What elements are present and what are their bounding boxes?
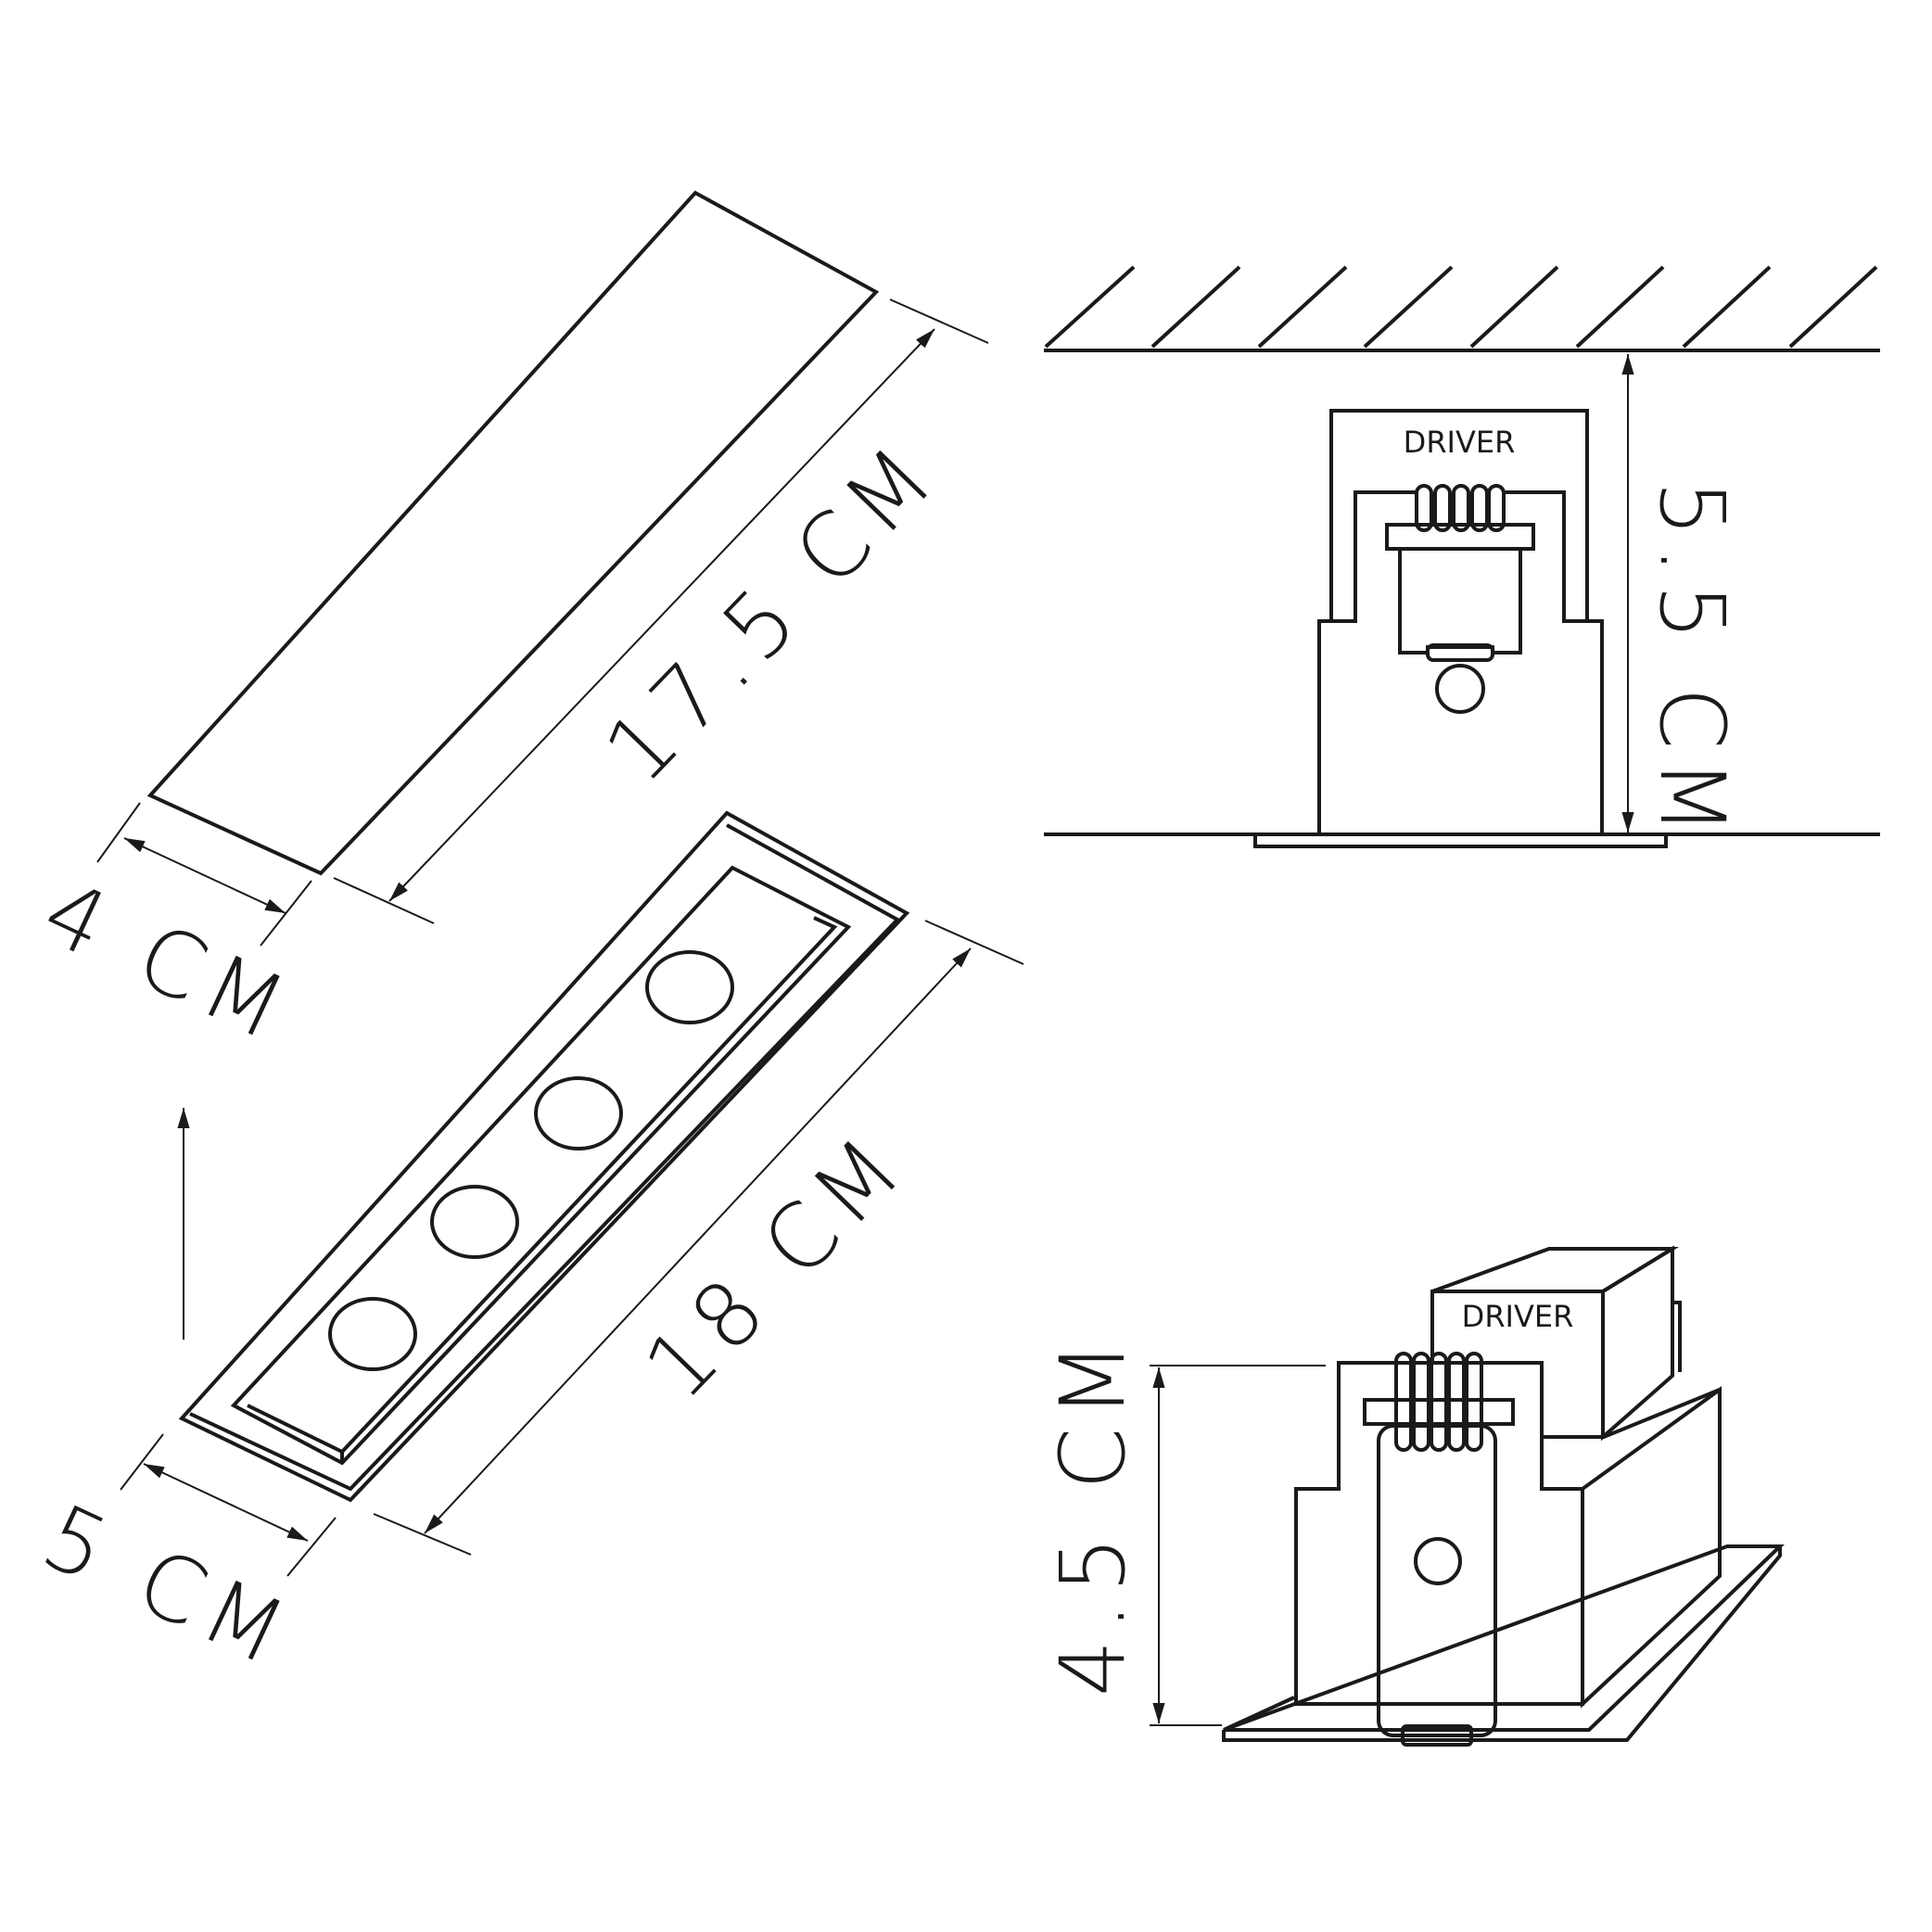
iso-trim-plate-left: [1223, 1696, 1295, 1732]
iso-clip-coil-3: [1430, 1352, 1448, 1452]
cutout-length-label: 17.5 CM: [585, 421, 959, 803]
clip-coil-3: [1452, 484, 1470, 532]
clip-bar: [1385, 523, 1535, 551]
iso-clip-foot: [1401, 1724, 1473, 1747]
iso-trim-plate-front: [1222, 1546, 1782, 1742]
cutout-length-ext-top: [889, 299, 989, 344]
iso-clip-coil-2: [1412, 1352, 1430, 1452]
cutout-width-ext-right: [260, 880, 312, 947]
fixture-width-ext-left: [120, 1433, 164, 1491]
led-lens-4: [328, 1297, 417, 1371]
section-view: DRIVER 5.5 CM: [1044, 265, 1880, 848]
driver-label-iso: DRIVER: [1462, 1299, 1574, 1334]
iso-body-step: [1540, 1388, 1721, 1489]
ceiling-hatch: [1044, 265, 1878, 349]
fixture-flange-inner-edge: [189, 823, 901, 1492]
fixture-width-ext-right: [286, 1517, 337, 1577]
iso-clip-bar: [1363, 1398, 1515, 1426]
iso-view: DRIVER 4.5 CM: [1041, 1245, 1785, 1747]
led-lens-1: [645, 950, 734, 1024]
fixture-width-dim-line: [143, 1463, 309, 1542]
iso-clip-pivot: [1414, 1537, 1462, 1585]
clip-pivot: [1435, 664, 1485, 714]
cutout-outline: [146, 190, 880, 876]
fixture-length-dim-line: [424, 947, 972, 1534]
fixture-length-ext-top: [924, 920, 1024, 965]
fixture-width-label: 5 CM: [28, 1484, 308, 1688]
iso-body-side: [1581, 1386, 1722, 1709]
cutout-width-dim-line: [123, 837, 286, 914]
cutout-width-label: 4 CM: [28, 859, 308, 1063]
cutout-length-ext-bottom: [333, 877, 435, 924]
iso-clip-coil-1: [1394, 1352, 1413, 1452]
fixture-flange-outline: [178, 810, 910, 1503]
height-label: 4.5 CM: [1041, 1332, 1145, 1697]
fixture-length-ext-bottom: [373, 1513, 472, 1556]
clip-coil-2: [1433, 484, 1452, 532]
fixture-bezel-lip: [340, 916, 838, 1454]
housing-inner-wall-right: [1503, 490, 1602, 623]
led-lens-3: [430, 1185, 519, 1259]
iso-clip-coil-5: [1465, 1352, 1483, 1452]
housing-inner-wall: [1319, 490, 1416, 623]
depth-label: 5.5 CM: [1640, 480, 1744, 845]
cutout-width-ext-left: [96, 802, 141, 863]
fixture-bezel-step: [247, 1404, 344, 1463]
housing-outline: [1317, 409, 1604, 836]
clip-coil-1: [1415, 484, 1433, 532]
iso-driver-side: [1601, 1245, 1674, 1442]
clip-coil-5: [1487, 484, 1506, 532]
iso-clip-body: [1377, 1424, 1497, 1737]
iso-driver-back-rail: [1672, 1301, 1682, 1372]
clip-body: [1398, 549, 1522, 655]
fixture-bezel: [230, 865, 852, 1466]
led-lens-2: [534, 1076, 623, 1150]
iso-clip-coil-4: [1447, 1352, 1466, 1452]
clip-tab: [1426, 643, 1494, 662]
cutout-length-dim-line: [388, 328, 935, 902]
driver-label: DRIVER: [1404, 425, 1516, 460]
